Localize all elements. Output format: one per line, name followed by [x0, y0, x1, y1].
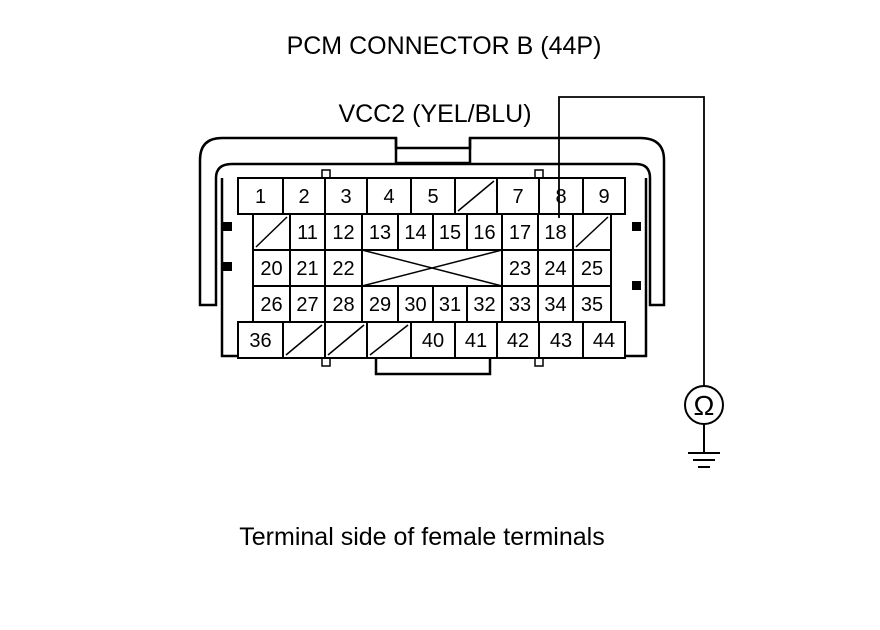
terminal-35: 35	[572, 285, 612, 323]
terminal-34: 34	[537, 285, 574, 323]
terminal-12: 12	[324, 213, 363, 251]
terminal-21: 21	[289, 249, 326, 287]
terminal-36: 36	[237, 321, 284, 359]
terminal-label: 16	[473, 222, 495, 244]
terminal-30: 30	[397, 285, 434, 323]
blank-terminal	[252, 213, 291, 251]
terminal-label: 15	[439, 222, 461, 244]
terminal-20: 20	[252, 249, 291, 287]
terminal-44: 44	[582, 321, 626, 359]
terminal-33: 33	[501, 285, 539, 323]
terminal-label: 44	[593, 330, 615, 352]
terminal-label: 21	[296, 258, 318, 280]
diagram-title: PCM CONNECTOR B (44P)	[287, 32, 602, 60]
terminal-label: 25	[581, 258, 603, 280]
terminal-8: 8	[538, 177, 584, 215]
terminal-label: 42	[507, 330, 529, 352]
terminal-2: 2	[282, 177, 326, 215]
terminal-label: 23	[509, 258, 531, 280]
terminal-17: 17	[501, 213, 539, 251]
terminal-9: 9	[582, 177, 626, 215]
terminal-27: 27	[289, 285, 326, 323]
terminal-25: 25	[572, 249, 612, 287]
terminal-label: 3	[340, 186, 351, 208]
terminal-41: 41	[454, 321, 498, 359]
terminal-label: 28	[332, 294, 354, 316]
terminal-4: 4	[366, 177, 412, 215]
terminal-label: 29	[369, 294, 391, 316]
terminal-label: 4	[383, 186, 394, 208]
terminal-40: 40	[410, 321, 456, 359]
blank-terminal	[361, 249, 503, 287]
terminal-label: 8	[555, 186, 566, 208]
ground-icon	[688, 424, 720, 468]
blank-terminal	[454, 177, 498, 215]
ohmmeter-icon: Ω	[684, 385, 724, 425]
terminal-label: 20	[260, 258, 282, 280]
ohm-symbol: Ω	[694, 390, 715, 421]
probe-lead	[558, 96, 705, 386]
terminal-label: 27	[296, 294, 318, 316]
terminal-label: 32	[473, 294, 495, 316]
terminal-15: 15	[432, 213, 468, 251]
terminal-label: 22	[332, 258, 354, 280]
blank-terminal	[366, 321, 412, 359]
terminal-label: 36	[249, 330, 271, 352]
caption: Terminal side of female terminals	[239, 523, 604, 551]
terminal-label: 9	[598, 186, 609, 208]
blank-terminal	[324, 321, 368, 359]
terminal-18: 18	[537, 213, 574, 251]
terminal-label: 33	[509, 294, 531, 316]
terminal-label: 7	[512, 186, 523, 208]
terminal-label: 41	[465, 330, 487, 352]
terminal-label: 30	[404, 294, 426, 316]
terminal-26: 26	[252, 285, 291, 323]
terminal-label: 24	[544, 258, 566, 280]
terminal-7: 7	[496, 177, 540, 215]
terminal-label: 5	[427, 186, 438, 208]
terminal-13: 13	[361, 213, 399, 251]
terminal-14: 14	[397, 213, 434, 251]
terminal-11: 11	[289, 213, 326, 251]
terminal-label: 35	[581, 294, 603, 316]
terminal-43: 43	[538, 321, 584, 359]
connector-tabs	[223, 169, 641, 367]
terminal-22: 22	[324, 249, 363, 287]
terminal-16: 16	[466, 213, 503, 251]
terminal-label: 1	[255, 186, 266, 208]
terminal-23: 23	[501, 249, 539, 287]
terminal-1: 1	[237, 177, 284, 215]
terminal-42: 42	[496, 321, 540, 359]
terminal-label: 2	[298, 186, 309, 208]
terminal-label: 40	[422, 330, 444, 352]
terminal-5: 5	[410, 177, 456, 215]
terminal-label: 12	[332, 222, 354, 244]
terminal-label: 17	[509, 222, 531, 244]
terminal-label: 11	[297, 222, 318, 244]
terminal-24: 24	[537, 249, 574, 287]
terminal-3: 3	[324, 177, 368, 215]
terminal-32: 32	[466, 285, 503, 323]
terminal-28: 28	[324, 285, 363, 323]
terminal-label: 13	[369, 222, 391, 244]
terminal-31: 31	[432, 285, 468, 323]
wire-label: VCC2 (YEL/BLU)	[338, 100, 531, 128]
blank-terminal	[572, 213, 612, 251]
blank-terminal	[282, 321, 326, 359]
terminal-label: 31	[439, 294, 461, 316]
terminal-29: 29	[361, 285, 399, 323]
terminal-label: 18	[544, 222, 566, 244]
terminal-label: 34	[544, 294, 566, 316]
terminal-label: 43	[550, 330, 572, 352]
terminal-label: 14	[404, 222, 426, 244]
terminal-label: 26	[260, 294, 282, 316]
